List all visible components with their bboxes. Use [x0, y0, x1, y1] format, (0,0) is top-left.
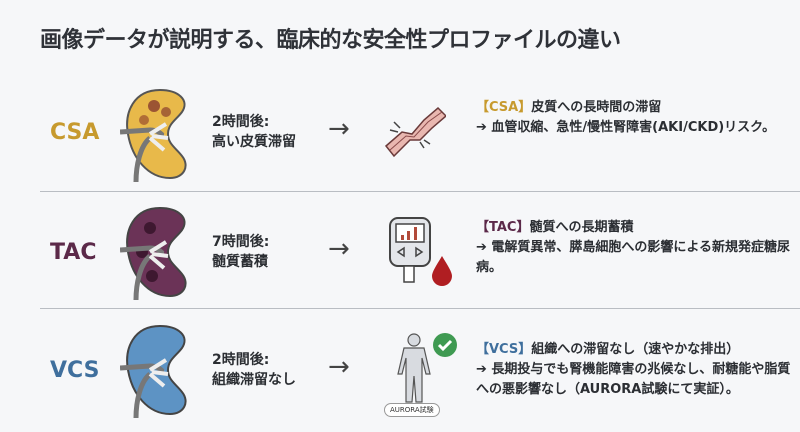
- drug-label-tac: TAC: [50, 240, 97, 265]
- constricted-blood-vessel-icon: [384, 106, 446, 158]
- tag-vcs: 【VCS】: [476, 342, 532, 357]
- divider: [40, 191, 800, 192]
- tag-csa: 【CSA】: [476, 100, 532, 115]
- headline: 組織への滞留なし（速やかな排出）: [531, 342, 740, 357]
- divider: [40, 308, 800, 309]
- arrow-icon: →: [328, 234, 350, 264]
- glucose-meter-icon: [389, 217, 452, 286]
- headline: 皮質への長時間の滞留: [531, 100, 662, 115]
- drug-label-vcs: VCS: [50, 358, 100, 383]
- detail: ➔ 血管収縮、急性/慢性腎障害(AKI/CKD)リスク。: [476, 120, 776, 135]
- description-vcs: 【VCS】組織への滞留なし（速やかな排出） ➔ 長期投与でも腎機能障害の兆候なし…: [476, 340, 796, 400]
- description-csa: 【CSA】皮質への長時間の滞留 ➔ 血管収縮、急性/慢性腎障害(AKI/CKD)…: [476, 98, 796, 138]
- page-title: 画像データが説明する、臨床的な安全性プロファイルの違い: [40, 28, 621, 53]
- human-body-icon: [397, 333, 431, 403]
- time-note-csa: 2時間後: 高い皮質滞留: [212, 112, 296, 152]
- detail: ➔ 長期投与でも腎機能障害の兆候なし、耐糖能や脂質への悪影響なし（AURORA試…: [476, 362, 791, 397]
- tag-tac: 【TAC】: [476, 220, 530, 235]
- arrow-icon: →: [328, 352, 350, 382]
- retention-label: 組織滞留なし: [212, 372, 296, 388]
- drug-label-csa: CSA: [50, 120, 100, 145]
- time-label: 7時間後:: [212, 234, 270, 250]
- time-label: 2時間後:: [212, 352, 270, 368]
- kidney-csa-icon: [120, 88, 187, 182]
- retention-label: 髄質蓄積: [212, 254, 268, 270]
- headline: 髄質への長期蓄積: [529, 220, 634, 235]
- kidney-vcs-icon: [120, 324, 187, 418]
- time-note-tac: 7時間後: 髄質蓄積: [212, 232, 269, 272]
- arrow-icon: →: [328, 114, 350, 144]
- check-circle-icon: [433, 333, 457, 357]
- detail: ➔ 電解質異常、膵島細胞への影響による新規発症糖尿病。: [476, 240, 791, 275]
- aurora-trial-badge: AURORA試験: [384, 403, 440, 417]
- retention-label: 高い皮質滞留: [212, 134, 296, 150]
- time-label: 2時間後:: [212, 114, 270, 130]
- kidney-tac-icon: [120, 206, 187, 300]
- description-tac: 【TAC】髄質への長期蓄積 ➔ 電解質異常、膵島細胞への影響による新規発症糖尿病…: [476, 218, 796, 278]
- time-note-vcs: 2時間後: 組織滞留なし: [212, 350, 296, 390]
